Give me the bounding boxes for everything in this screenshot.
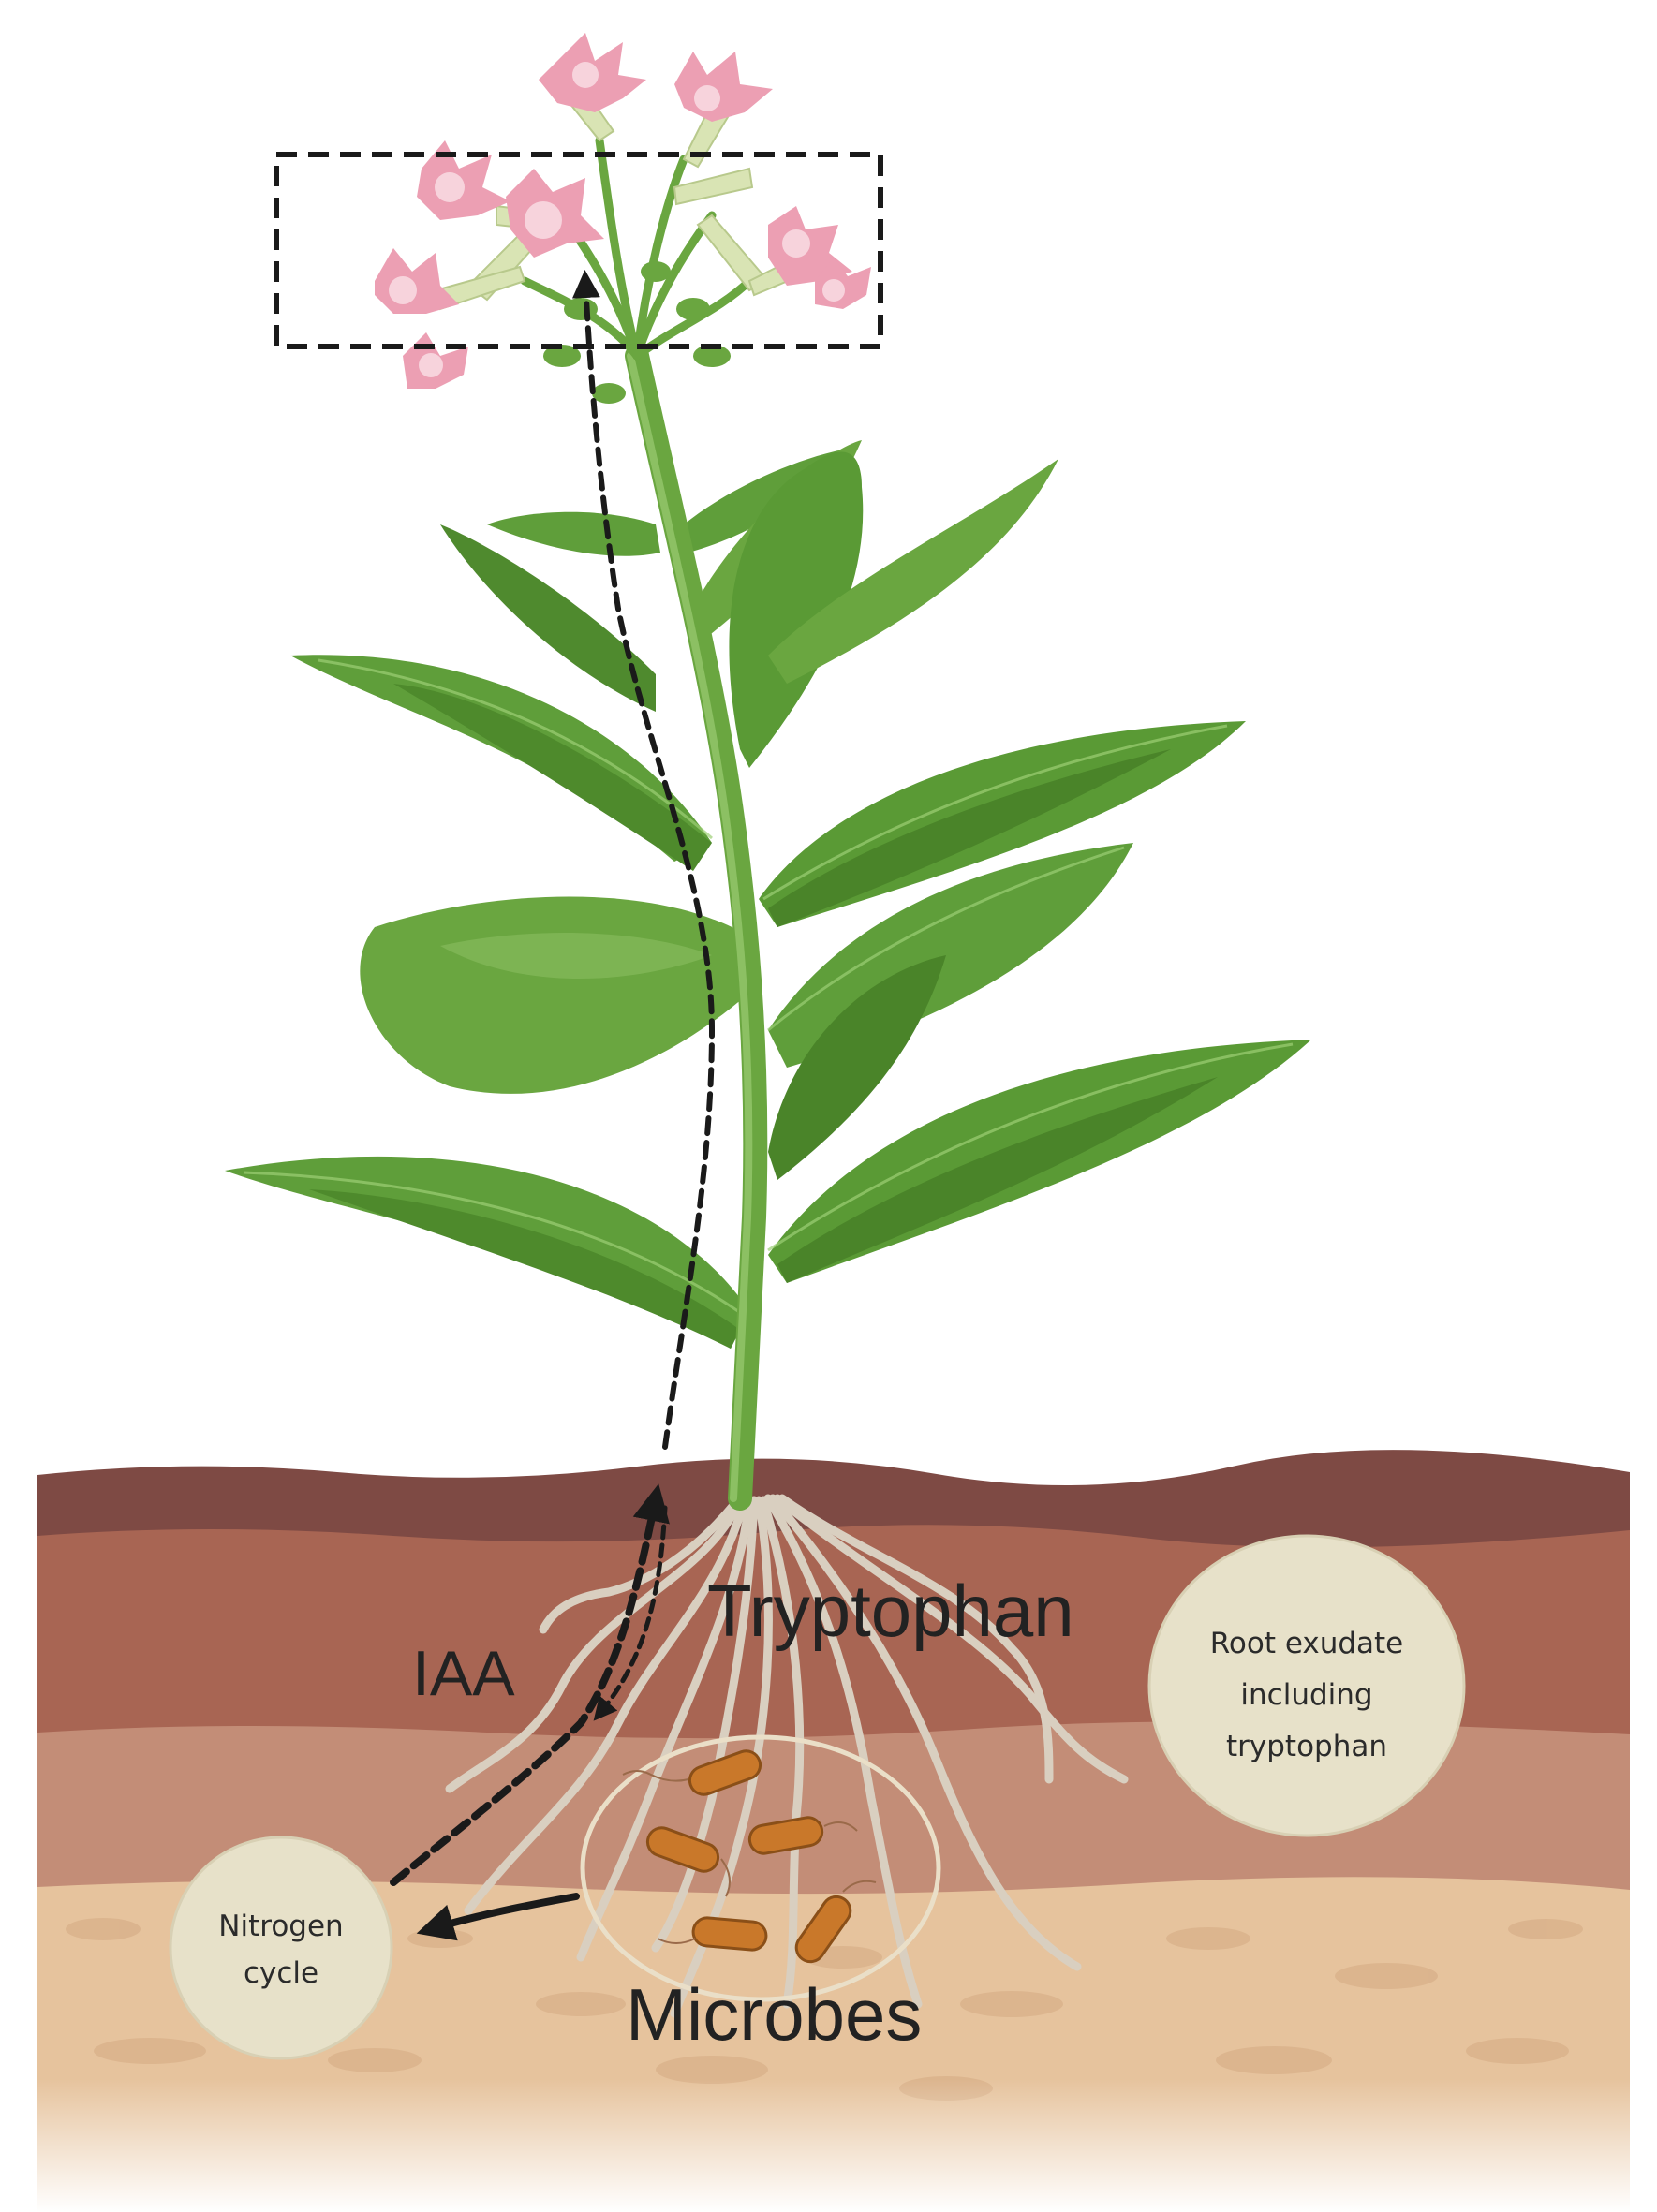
leaf [768,955,946,1180]
flower-petals [375,248,459,314]
flower [506,169,604,258]
root-exudate-bubble: Root exudate including tryptophan [1147,1534,1466,1837]
flower [674,52,773,122]
flower [815,258,871,309]
leaf [440,933,712,979]
tryptophan-arrow [593,1505,668,1721]
flowers [375,33,871,404]
nitrogen-cycle-bubble: Nitrogen cycle [169,1836,393,2060]
leaf [729,451,864,768]
bacterium [688,1749,762,1796]
root-exudate-line-2: including [1240,1678,1372,1712]
flower-petals [674,52,773,122]
nitrogen-cycle-line-1: Nitrogen [218,1910,343,1943]
leaf [393,684,712,871]
flower [539,33,646,112]
iaa-label: IAA [412,1638,515,1709]
iaa-uptake-arrow [390,1483,670,1886]
flower [403,332,468,389]
leaf [440,524,656,712]
bacteria [645,1749,852,1964]
flower [417,140,510,220]
microbe-cluster [580,1734,941,2002]
soil-fade [0,2079,1657,2212]
root-exudate-line-1: Root exudate [1210,1627,1404,1660]
main-stem-highlight [627,352,753,1502]
leaf [487,511,660,556]
bacterium [691,1916,768,1952]
iaa-transport-arrow [571,270,716,1450]
flower [375,248,459,314]
microbes-to-nitrogen-arrow [416,1893,580,1941]
microbe-circle [580,1734,941,2002]
leaf [768,749,1171,927]
bacterium [645,1826,720,1873]
root-exudate-line-3: tryptophan [1226,1730,1387,1763]
bacterium [794,1895,852,1964]
leaf [777,1077,1218,1283]
leaf [360,896,749,1094]
roots [445,1494,1129,2018]
flower-buds [543,261,731,404]
flower-highlight-box [274,152,883,349]
bubble [1147,1534,1466,1837]
bubble [169,1836,393,2060]
flower-petals [417,140,510,220]
leaf-veins [243,658,1294,1318]
arrows [390,270,716,1941]
main-stem [625,344,768,1511]
leaf [768,459,1058,684]
tryptophan-label: Tryptophan [707,1570,1074,1652]
microbes-label: Microbes [626,1973,922,2056]
bacterium [747,1816,824,1855]
nitrogen-cycle-line-2: cycle [244,1956,318,1990]
bacteria-flagella [622,1770,877,1944]
leaves [225,440,1311,1349]
